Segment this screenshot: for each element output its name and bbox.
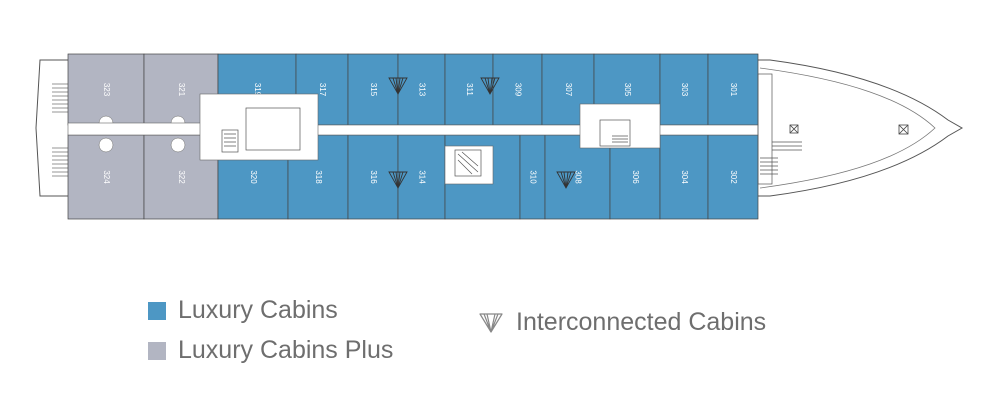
interconnect-icon-311-309 [480, 77, 500, 95]
cabin-label-302: 302 [729, 170, 738, 184]
cabin-label-306: 306 [631, 170, 640, 184]
interconnect-icon-315-313 [388, 77, 408, 95]
cabin-blocks: 323 321 319 317 315 313 311 309 307 305 303 301 324 3… [67, 53, 759, 220]
legend-label-luxury: Luxury Cabins [178, 296, 338, 324]
cabin-label-317: 317 [318, 83, 327, 97]
cabin-label-315: 315 [369, 83, 378, 97]
cabin-323[interactable] [67, 53, 145, 126]
cabin-306[interactable] [609, 134, 661, 220]
cabin-label-321: 321 [177, 83, 186, 97]
cabin-311[interactable] [444, 53, 494, 126]
legend-item-luxury: Luxury Cabins [148, 296, 338, 325]
bow-stairs [757, 73, 802, 185]
corridor [67, 93, 759, 185]
hull-inner-line [759, 67, 936, 189]
staircase-fwd [599, 119, 631, 147]
cabin-314[interactable] [397, 134, 446, 220]
legend-item-luxury-plus: Luxury Cabins Plus [148, 336, 393, 365]
cabin-label-309: 309 [513, 83, 522, 97]
cabin-label-320: 320 [249, 170, 258, 184]
cabin-label-310: 310 [528, 170, 537, 184]
cabin-315[interactable] [347, 53, 399, 126]
staircase-mid [454, 149, 482, 177]
cabin-302[interactable] [707, 134, 759, 220]
cabin-309[interactable] [492, 53, 543, 126]
cabin-label-319: 319 [253, 83, 262, 97]
cabin-308[interactable] [544, 134, 611, 220]
cabin-label-307: 307 [564, 83, 573, 97]
cabin-303[interactable] [659, 53, 709, 126]
staircase-aft [221, 107, 301, 153]
cabin-doorway [170, 137, 186, 153]
cabin-316[interactable] [347, 134, 399, 220]
luxury-plus-swatch [148, 341, 166, 360]
cabin-label-322: 322 [177, 170, 186, 184]
legend-item-interconnected: Interconnected Cabins [478, 308, 766, 337]
cabin-label-316: 316 [369, 170, 378, 184]
interconnect-icon-316-314 [388, 171, 408, 189]
interconnect-icon-310-308 [556, 171, 576, 189]
cabin-313[interactable] [397, 53, 446, 126]
cabin-doorway [98, 137, 114, 153]
interconnect-icons [388, 77, 576, 189]
cabin-label-311: 311 [465, 83, 474, 96]
legend-label-luxury-plus: Luxury Cabins Plus [178, 336, 394, 364]
cabin-label-305: 305 [623, 83, 632, 97]
cabin-label-313: 313 [417, 83, 426, 97]
luxury-swatch [148, 301, 166, 320]
legend-label-interconnected: Interconnected Cabins [516, 308, 767, 336]
cabin-label-303: 303 [680, 83, 689, 97]
cabin-label-324: 324 [102, 170, 111, 184]
cabin-label-308: 308 [573, 170, 582, 184]
hatch-icon [789, 124, 909, 135]
stern-railing [52, 83, 68, 177]
cabin-label-318: 318 [314, 170, 323, 184]
deck-plan: 323 321 319 317 315 313 311 309 307 305 303 301 324 3… [35, 53, 964, 220]
cabin-label-314: 314 [417, 170, 426, 184]
interconnect-icon [479, 312, 503, 333]
cabin-label-323: 323 [102, 83, 111, 97]
cabin-label-301: 301 [729, 83, 738, 97]
cabin-304[interactable] [659, 134, 709, 220]
cabin-label-304: 304 [680, 170, 689, 184]
